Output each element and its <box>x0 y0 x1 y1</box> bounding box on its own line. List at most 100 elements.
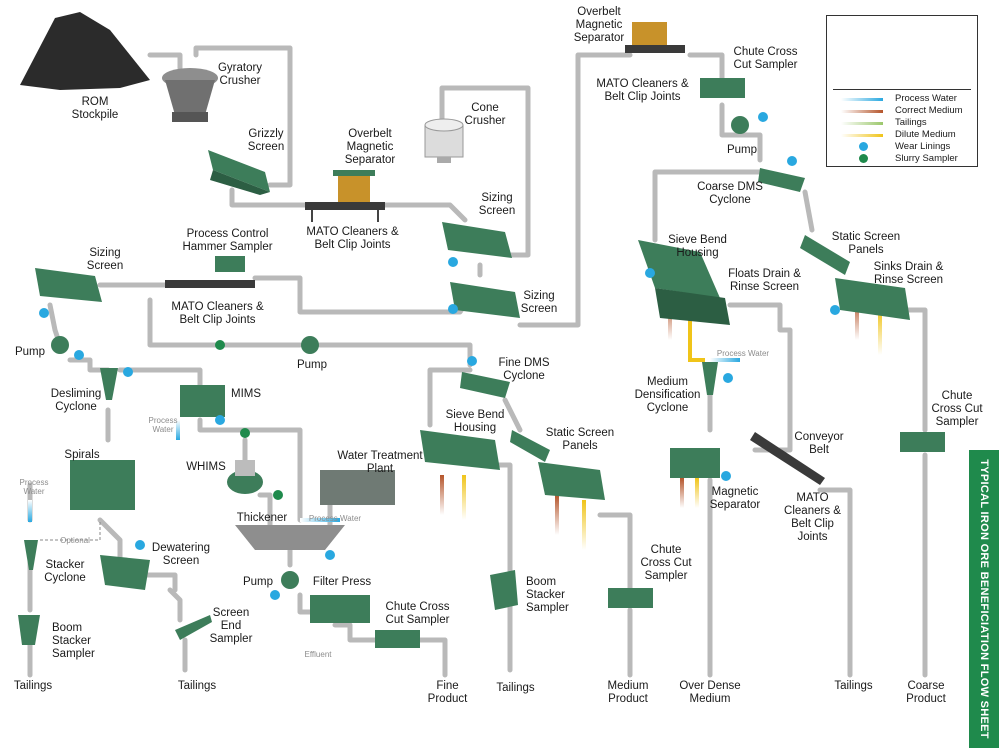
sizing-screen-icon <box>450 282 520 318</box>
wear-lining-marker <box>215 415 225 425</box>
stacker-cyclone-label: Stacker Cyclone <box>44 559 86 584</box>
process-water-streak <box>28 500 32 522</box>
wear-lining-marker <box>325 550 335 560</box>
legend: Process Water Correct Medium Tailings Di… <box>826 15 978 167</box>
sizing-screen-label: Sizing Screen <box>478 192 516 217</box>
pipe <box>502 397 523 433</box>
mato-cleaners-label: MATO Cleaners & Belt Clip Joints <box>784 492 841 543</box>
sieve-bend-housing-icon <box>420 430 500 470</box>
pipe <box>802 189 815 233</box>
cone-crusher-icon <box>424 118 464 163</box>
screen-end-sampler-label: Screen End Sampler <box>209 607 253 645</box>
sieve-bend-housing-icon <box>638 240 720 298</box>
fine-dms-cyclone-icon <box>460 372 510 398</box>
wear-lining-marker <box>270 590 280 600</box>
boom-stacker-sampler-icon <box>18 615 40 645</box>
pipe <box>317 342 473 368</box>
boom-stacker-sampler-label: Boom Stacker Sampler <box>526 576 569 614</box>
fine-dms-cyclone-label: Fine DMS Cyclone <box>498 357 550 382</box>
wear-lining-marker <box>467 356 477 366</box>
medium-densification-cyclone-icon <box>702 362 718 395</box>
wear-lining-marker <box>758 112 768 122</box>
optional-label: Optional <box>60 536 90 545</box>
process-water-streak <box>300 518 340 522</box>
boom-stacker-sampler-label: Boom Stacker Sampler <box>52 622 95 660</box>
pipe <box>97 517 123 563</box>
gyratory-crusher-label: Gyratory Crusher <box>217 62 263 87</box>
wear-lining-marker <box>135 540 145 550</box>
water-treatment-plant-icon <box>320 470 395 505</box>
pipe <box>67 357 111 373</box>
floats-drain-screen-icon <box>655 288 730 325</box>
chute-cross-cut-sampler-icon <box>900 432 945 452</box>
pipe <box>147 297 303 348</box>
wear-lining-marker <box>645 268 655 278</box>
spirals-icon <box>70 460 135 510</box>
tailings-streak <box>680 478 684 508</box>
chute-cross-cut-sampler-label: Chute Cross Cut Sampler <box>931 390 983 428</box>
conveyor-belt-label: Conveyor Belt <box>794 431 844 456</box>
pump-icon <box>281 571 299 589</box>
sieve-bend-housing-label: Sieve Bend Housing <box>445 409 505 434</box>
wear-lining-marker <box>448 257 458 267</box>
tailings-swatch <box>841 122 883 125</box>
flow-streaks <box>28 300 882 550</box>
whims-icon <box>227 460 263 494</box>
whims-label: WHIMS <box>186 461 226 473</box>
pipe <box>439 85 531 258</box>
hammer-sampler-icon <box>165 256 255 288</box>
thickener-label: Thickener <box>236 512 288 524</box>
chute-cross-cut-sampler-icon <box>375 630 420 648</box>
magnetic-separator-label: Magnetic Separator <box>709 486 761 511</box>
pipe <box>332 622 381 643</box>
filter-press-label: Filter Press <box>312 576 372 588</box>
effluent-label: Effluent <box>304 650 332 659</box>
sinks-drain-screen-icon <box>835 278 910 320</box>
mato-cleaners-label: MATO Cleaners & Belt Clip Joints <box>596 78 689 103</box>
pipe <box>147 52 183 71</box>
sizing-screen-icon <box>442 222 512 258</box>
static-screen-panels-label: Static Screen Panels <box>831 231 901 256</box>
pipe <box>597 512 633 593</box>
pipe <box>492 462 513 673</box>
wear-linings <box>39 112 840 600</box>
magnetic-separator-icon <box>670 448 720 478</box>
wear-lining-marker <box>448 304 458 314</box>
overbelt-magnetic-separator-icon <box>625 22 685 53</box>
filter-press-icon <box>310 595 370 623</box>
pipe <box>687 52 725 88</box>
wear-lining-marker <box>123 367 133 377</box>
pipe <box>382 202 468 223</box>
medium-product-label: Medium Product <box>607 680 649 705</box>
grizzly-screen-icon <box>208 150 270 195</box>
water-treatment-plant-label: Water Treatment Plant <box>337 450 423 475</box>
mato-cleaners-label: MATO Cleaners & Belt Clip Joints <box>171 301 264 326</box>
process-water-streak <box>710 358 740 362</box>
mato-cleaners-label: MATO Cleaners & Belt Clip Joints <box>306 226 399 251</box>
chute-cross-cut-sampler-label: Chute Cross Cut Sampler <box>385 601 450 626</box>
conveyor-icon <box>305 202 385 222</box>
process-water-label: Process Water <box>716 349 770 358</box>
pipe <box>417 637 448 678</box>
process-water-label: Process Water <box>308 514 362 523</box>
pipes <box>27 45 928 678</box>
medium-densification-cyclone-label: Medium Densification Cyclone <box>634 376 701 414</box>
rom-stockpile-label: ROM Stockpile <box>71 96 119 121</box>
overbelt-magnetic-separator-label: Overbelt Magnetic Separator <box>344 128 396 166</box>
tailings-streak <box>440 475 444 515</box>
fine-product-label: Fine Product <box>427 680 468 705</box>
process-control-sampler-label: Process Control Hammer Sampler <box>182 228 273 253</box>
thickener-icon <box>235 525 345 550</box>
process-water-label: Process Water <box>19 478 49 496</box>
wear-lining-marker <box>39 308 49 318</box>
legend-wear-linings: Wear Linings <box>831 141 973 153</box>
correct-medium-swatch <box>841 110 883 113</box>
dewatering-screen-label: Dewatering Screen <box>151 542 211 567</box>
pipe <box>652 169 768 243</box>
title-banner: TYPICAL IRON ORE BENEFICIATION FLOW SHEE… <box>969 450 999 748</box>
static-screen-panels-label: Static Screen Panels <box>545 427 615 452</box>
tailings-streak <box>555 495 559 535</box>
wear-lining-marker <box>721 471 731 481</box>
optional-line <box>40 520 101 541</box>
pipe <box>297 592 313 615</box>
